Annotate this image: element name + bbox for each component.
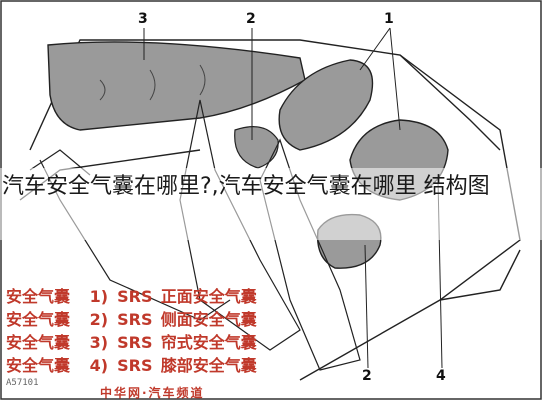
- legend-number: 4): [89, 356, 109, 375]
- legend-row: 安全气囊 4) SRS 膝部安全气囊: [6, 354, 257, 377]
- caption-text: 汽车安全气囊在哪里?,汽车安全气囊在哪里 结构图: [2, 174, 490, 199]
- curtain-airbag: [47, 41, 306, 131]
- callout-label-4: 4: [436, 368, 446, 384]
- legend-desc: 安全气囊: [6, 333, 71, 352]
- legend-row: 安全气囊 3) SRS 帘式安全气囊: [6, 331, 257, 354]
- callout-label-2-bottom: 2: [362, 368, 372, 384]
- legend: 安全气囊 1) SRS 正面安全气囊 安全气囊 2) SRS 侧面安全气囊 安全…: [6, 285, 257, 377]
- legend-row: 安全气囊 1) SRS 正面安全气囊: [6, 285, 257, 308]
- legend-tag: SRS: [117, 310, 153, 329]
- legend-desc: 安全气囊: [6, 356, 71, 375]
- legend-type: 侧面安全气囊: [160, 310, 257, 329]
- legend-type: 正面安全气囊: [160, 287, 257, 306]
- curtain-airbag-seams: [99, 64, 206, 101]
- legend-type: 膝部安全气囊: [160, 356, 257, 375]
- legend-number: 1): [89, 287, 109, 306]
- watermark-code: A57101: [6, 378, 39, 388]
- front-airbag-driver: [278, 59, 374, 151]
- legend-desc: 安全气囊: [6, 287, 71, 306]
- side-airbag-front: [234, 126, 279, 169]
- legend-tag: SRS: [117, 287, 153, 306]
- legend-desc: 安全气囊: [6, 310, 71, 329]
- legend-row: 安全气囊 2) SRS 侧面安全气囊: [6, 308, 257, 331]
- leader-lines: [143, 27, 443, 369]
- watermark-site: 中华网·汽车频道: [100, 386, 205, 400]
- legend-tag: SRS: [117, 356, 153, 375]
- legend-type: 帘式安全气囊: [160, 333, 257, 352]
- callout-label-3: 3: [138, 11, 148, 27]
- legend-number: 3): [89, 333, 109, 352]
- legend-tag: SRS: [117, 333, 153, 352]
- caption-band: [0, 168, 542, 240]
- callout-label-1: 1: [384, 11, 394, 27]
- legend-number: 2): [89, 310, 109, 329]
- callout-label-2-top: 2: [246, 11, 256, 27]
